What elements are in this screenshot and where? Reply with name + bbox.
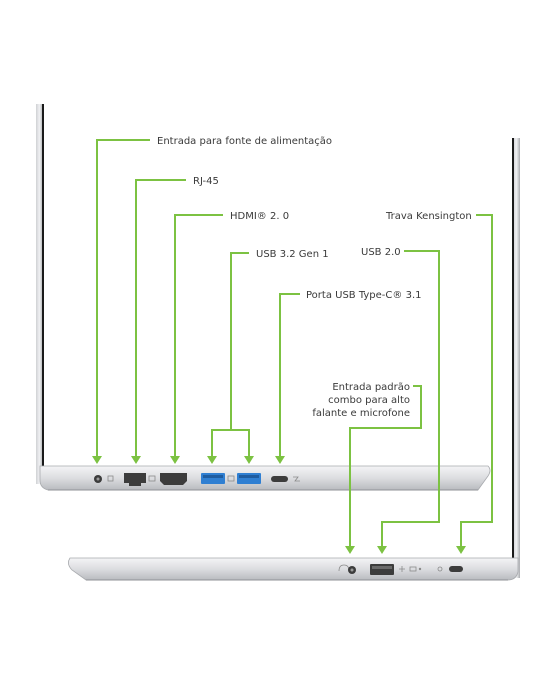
- arrow-usb20: [377, 546, 387, 554]
- kensington-lock-icon: [437, 566, 443, 572]
- left-base: [39, 465, 491, 491]
- right-side-laptop: [68, 138, 520, 581]
- arrow-typec: [275, 456, 285, 464]
- leader-usb20: [381, 250, 440, 547]
- arrow-rj45: [131, 456, 141, 464]
- left-lid: [36, 104, 43, 484]
- kensington-slot: [449, 566, 463, 572]
- label-hdmi: HDMI® 2. 0: [230, 211, 289, 222]
- left-lid-edge: [42, 104, 44, 484]
- usb20-port: [370, 564, 394, 575]
- usbc-port: [271, 476, 288, 482]
- usb20-port-inner: [372, 566, 392, 569]
- label-power: Entrada para fonte de alimentação: [157, 136, 332, 147]
- right-lid-edge: [512, 138, 514, 578]
- power-led: [418, 567, 422, 571]
- right-lid: [513, 138, 520, 578]
- leader-typec: [279, 293, 300, 457]
- arrow-kensington: [456, 546, 466, 554]
- usb-ss-icon: [227, 475, 235, 482]
- leader-hdmi: [174, 214, 223, 457]
- leader-lines: [92, 139, 493, 554]
- label-usb32: USB 3.2 Gen 1: [256, 249, 329, 260]
- label-audio-line3: falante e microfone: [312, 408, 410, 419]
- label-rj45: RJ-45: [193, 176, 219, 187]
- label-typec: Porta USB Type-C® 3.1: [306, 290, 421, 301]
- leader-audio: [349, 385, 422, 547]
- label-usb20: USB 2.0: [361, 247, 401, 258]
- network-icon: [148, 475, 156, 482]
- label-audio-line2: combo para alto: [328, 395, 410, 406]
- thunderbolt-icon: [293, 476, 300, 482]
- arrow-power: [92, 456, 102, 464]
- leader-rj45: [135, 179, 186, 457]
- labels: Entrada para fonte de alimentação RJ-45 …: [157, 136, 472, 419]
- arrow-audio: [345, 546, 355, 554]
- battery-led: [409, 566, 417, 572]
- leader-power: [96, 139, 150, 457]
- leader-kensington: [460, 214, 493, 547]
- usb-icon: [399, 566, 405, 572]
- audio-jack-pin: [350, 568, 354, 572]
- left-side-laptop: [36, 104, 491, 491]
- usb32-port-2-inner: [239, 475, 259, 478]
- power-plug-icon: [107, 475, 114, 482]
- arrow-usb32-2: [244, 456, 254, 464]
- leader-usb32: [211, 252, 250, 457]
- label-kensington: Trava Kensington: [385, 211, 472, 222]
- rj45-port: [124, 473, 146, 486]
- usb32-port-2: [237, 473, 261, 484]
- label-audio-line1: Entrada padrão: [332, 382, 410, 393]
- power-jack-pin: [96, 477, 100, 481]
- arrow-usb32-1: [207, 456, 217, 464]
- usb32-port-1-inner: [203, 475, 223, 478]
- arrow-hdmi: [170, 456, 180, 464]
- usb32-port-1: [201, 473, 225, 484]
- hdmi-port: [160, 473, 187, 485]
